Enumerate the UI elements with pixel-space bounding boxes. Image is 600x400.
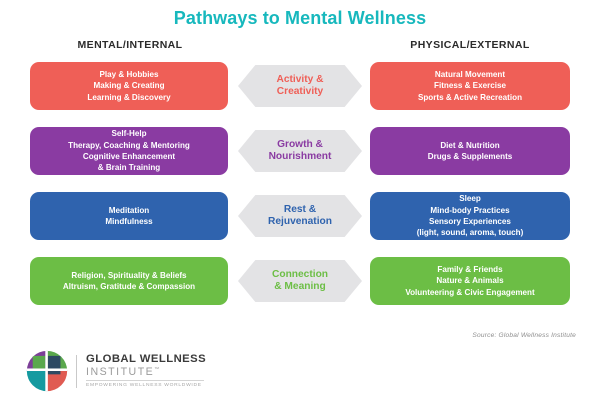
pathway-center-label: Rest &Rejuvenation (268, 203, 332, 227)
logo-institute-text: INSTITUTE (86, 365, 155, 378)
hexagon-shape: Connection& Meaning (238, 260, 362, 302)
logo-line-2: INSTITUTE™ (86, 366, 206, 379)
logo-line-1: GLOBAL WELLNESS (86, 353, 207, 366)
pathway-center-arrow: Growth &Nourishment (238, 130, 362, 172)
hexagon-shape: Activity &Creativity (238, 65, 362, 107)
column-header-right: PHYSICAL/EXTERNAL (410, 39, 530, 51)
pathway-center-arrow: Rest &Rejuvenation (238, 195, 362, 237)
organization-logo: GLOBAL WELLNESS INSTITUTE™ EMPOWERING WE… (26, 348, 206, 394)
page-title: Pathways to Mental Wellness (173, 8, 427, 28)
column-header-left: MENTAL/INTERNAL (77, 39, 183, 51)
pathway-center-arrow: Connection& Meaning (238, 260, 362, 302)
globe-quadrant-logo-icon (26, 350, 68, 392)
source-note: Source: Global Wellness Institute (472, 332, 576, 339)
hexagon-shape: Growth &Nourishment (238, 130, 362, 172)
pathway-center-label: Connection& Meaning (271, 268, 329, 292)
hexagon-shape: Rest &Rejuvenation (238, 195, 362, 237)
logo-trademark: ™ (154, 366, 160, 373)
logo-wordmark: GLOBAL WELLNESS INSTITUTE™ EMPOWERING WE… (86, 353, 206, 389)
pathway-center-label: Growth &Nourishment (268, 138, 332, 162)
logo-rule (86, 380, 204, 382)
pathway-center-label: Activity &Creativity (276, 73, 324, 97)
logo-tagline: EMPOWERING WELLNESS WORLDWIDE (86, 383, 202, 389)
logo-divider (76, 354, 77, 388)
pathway-center-arrow: Activity &Creativity (238, 65, 362, 107)
